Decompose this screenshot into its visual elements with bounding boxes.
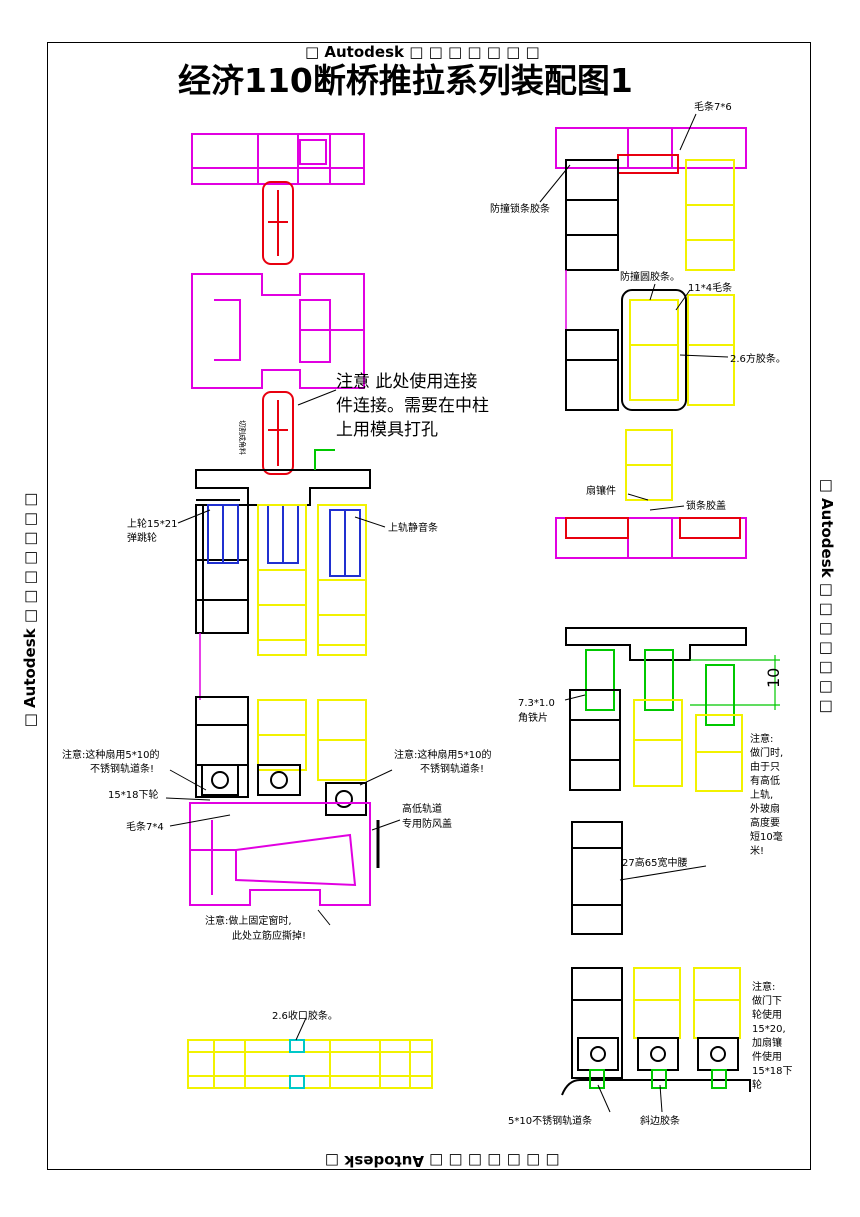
sash-insert-yellow (625, 429, 673, 501)
hilo-line-2: 专用防风盖 (402, 817, 452, 830)
connector-profile-2 (262, 391, 294, 475)
outer-sash-bottom (195, 696, 249, 798)
bottom-frame-profile (189, 802, 371, 906)
anti-lock-label: 防撞锁条胶条 (490, 202, 550, 215)
right-sash-black-top (565, 159, 619, 271)
door-bottom-green (589, 1069, 727, 1089)
steel-left-line-1: 注意:这种扇用5*10的 (62, 748, 159, 761)
steel-right-line-1: 注意:这种扇用5*10的 (394, 748, 491, 761)
door-note: 注意: 做门时, 由于只 有高低 上轨, 外玻扇 高度要 短10毫 米! (750, 732, 783, 857)
door-wheel-note: 注意: 做门下 轮使用 15*20, 加扇镶 件使用 15*18下 轮 (752, 980, 792, 1091)
connector-green (314, 449, 335, 470)
leader-lines (165, 113, 729, 1113)
bottom-interlock-red (565, 517, 741, 539)
drawing-title: 经济110断桥推拉系列装配图1 (178, 61, 633, 100)
interlock-middle-yellow (629, 294, 735, 406)
bead-strip-center (289, 1039, 305, 1089)
fixed-window-line-1: 注意:做上固定窗时, (205, 914, 292, 927)
wheel-label-2: 弹跳轮 (127, 531, 157, 544)
brush-7x6-label: 毛条7*6 (694, 100, 732, 113)
wheel-blue-1 (207, 504, 239, 564)
top-track-label: 上轨静音条 (388, 521, 438, 534)
door-sash-yellow (633, 699, 743, 792)
watermark-top: □ Autodesk □ □ □ □ □ □ □ (305, 43, 540, 61)
door-note-line: 外玻扇 (750, 802, 780, 815)
connector-note-line-1: 注意 此处使用连接 (336, 371, 477, 392)
door-bottom-wheels (577, 1037, 739, 1071)
door-wheel-note-line: 件使用 (752, 1050, 782, 1063)
sash-insert-label: 扇镶件 (586, 484, 616, 497)
door-note-line: 由于只 (750, 760, 780, 773)
sash-yellow-lower-2 (317, 699, 367, 781)
door-note-line: 注意: (750, 732, 773, 745)
connector-note-line-3: 上用模具打孔 (336, 420, 438, 440)
steel-right-line-2: 不锈钢轨道条! (420, 762, 484, 775)
door-bottom-track (561, 1079, 751, 1096)
connector-profile-1 (262, 181, 294, 265)
door-note-line: 有高低 (750, 774, 780, 787)
bevel-strip-label: 斜边胶条 (640, 1114, 680, 1127)
lock-strip-label: 锁条胶盖 (686, 499, 726, 512)
angle-line-2: 角铁片 (518, 711, 548, 724)
mullion-label: 27高65宽中腰 (622, 856, 687, 869)
sash-yellow-1 (257, 504, 307, 656)
lower-wheels (201, 764, 367, 816)
angle-line-1: 7.3*1.0 (518, 698, 555, 709)
steel-left-line-2: 不锈钢轨道条! (90, 762, 154, 775)
mullion-27x65 (571, 821, 623, 935)
door-wheel-note-line: 轮使用 (752, 1008, 782, 1021)
frame-head-profile (191, 133, 365, 185)
interlock-top-profile (555, 127, 747, 169)
upper-track-profile (195, 469, 371, 506)
interlock-middle (565, 289, 687, 411)
mullion-profile (191, 273, 365, 389)
drawing-frame (47, 42, 811, 1170)
dimension-10-label: 10 (764, 668, 783, 688)
sash-yellow-lower-1 (257, 699, 307, 771)
door-wheel-note-line: 轮 (752, 1078, 762, 1091)
door-bottom-sash (571, 967, 623, 1079)
wheel-blue-3 (329, 509, 361, 577)
square-strip-label: 2.6方胶条。 (730, 352, 786, 365)
door-bottom-yellow (633, 967, 741, 1039)
brush-11x4-label: 11*4毛条 (688, 281, 732, 294)
door-wheel-note-line: 注意: (752, 980, 775, 993)
connector-note-line-2: 件连接。需要在中柱 (336, 396, 489, 416)
sash-yellow-2 (317, 504, 367, 656)
wheel-blue-2 (267, 504, 299, 564)
door-wheel-note-line: 15*18下 (752, 1066, 792, 1077)
edge-strip-label: 2.6收口胶条。 (272, 1009, 338, 1022)
steel-track-label: 5*10不锈钢轨道条 (508, 1114, 592, 1127)
anti-round-label: 防撞圆胶条。 (620, 270, 680, 283)
door-top-track (565, 627, 747, 661)
wheel-label-1: 上轮15*21 (127, 517, 177, 530)
door-note-line: 米! (750, 844, 764, 857)
bead-strip-assembly (187, 1039, 433, 1089)
lower-wheel-label: 15*18下轮 (108, 788, 158, 801)
door-note-line: 短10毫 (750, 830, 783, 843)
door-note-line: 高度要 (750, 816, 780, 829)
hilo-line-1: 高低轨道 (402, 802, 442, 815)
right-sash-yellow-top (685, 159, 735, 271)
cut-corner-label: 切割成角料 (238, 420, 247, 455)
door-wheel-note-line: 15*20, (752, 1024, 786, 1035)
fixed-window-line-2: 此处立筋应撕掉! (232, 929, 306, 942)
brush-7x4-label: 毛条7*4 (126, 820, 164, 833)
door-wheel-note-line: 做门下 (752, 994, 782, 1007)
door-note-line: 做门时, (750, 746, 783, 759)
door-wheel-note-line: 加扇镶 (752, 1036, 782, 1049)
door-sash-black (569, 689, 621, 791)
dimension-10 (690, 655, 780, 710)
door-note-line: 上轨, (750, 788, 773, 801)
door-wheels-green (585, 649, 735, 726)
